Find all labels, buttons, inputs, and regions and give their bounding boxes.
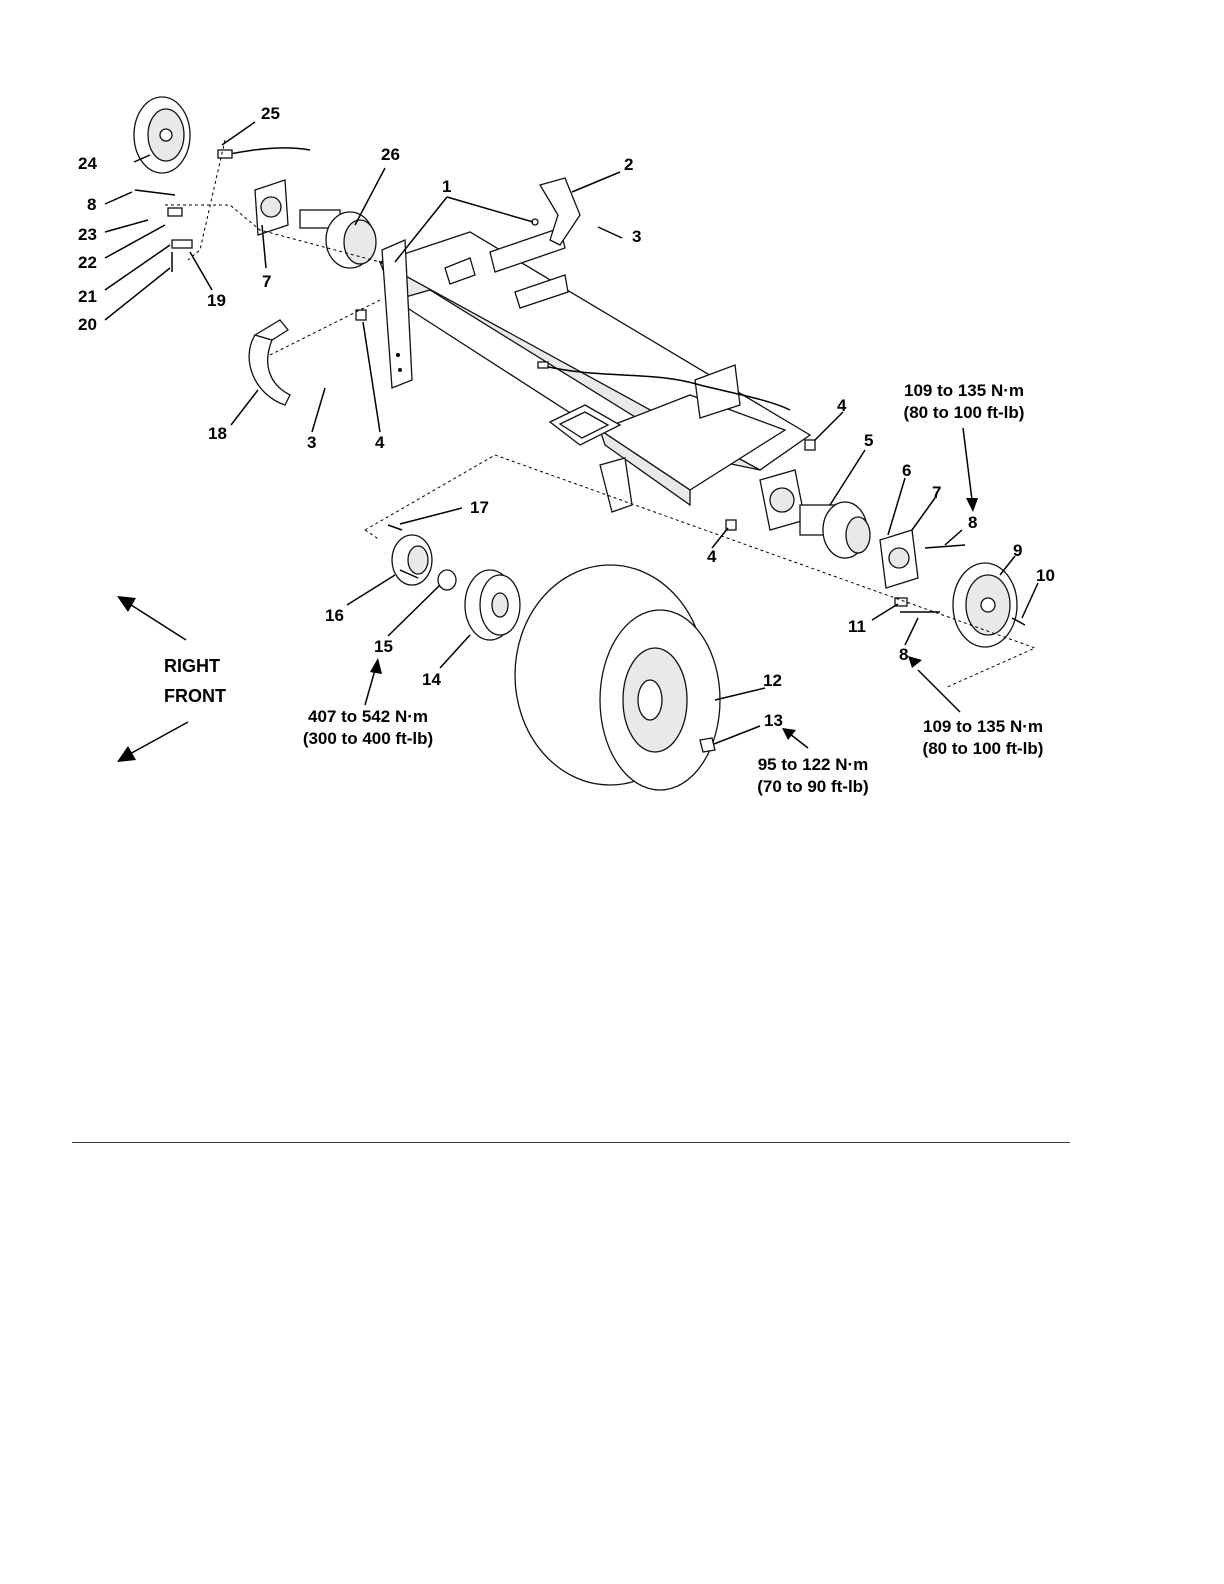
callout-8b: 8 [968, 513, 977, 532]
callout-19: 19 [207, 291, 226, 310]
callout-25: 25 [261, 104, 280, 123]
callout-11: 11 [848, 617, 866, 636]
callout-13: 13 [764, 711, 783, 730]
torque-wheel-nut-metric: 95 to 122 N·m [758, 755, 869, 774]
torque-top-right-metric: 109 to 135 N·m [904, 381, 1024, 400]
callout-23: 23 [78, 225, 97, 244]
torque-wheel-nut-imperial: (70 to 90 ft-lb) [757, 777, 868, 796]
callout-17: 17 [470, 498, 489, 517]
callout-8a: 8 [87, 195, 96, 214]
callout-18: 18 [208, 424, 227, 443]
callout-16: 16 [325, 606, 344, 625]
callout-1: 1 [442, 177, 451, 196]
callout-15: 15 [374, 637, 393, 656]
torque-hub-nut-imperial: (300 to 400 ft-lb) [303, 729, 433, 748]
arrow-right-icon [117, 596, 136, 612]
callout-26: 26 [381, 145, 400, 164]
footer-divider [72, 1142, 1070, 1143]
torque-bottom-right-imperial: (80 to 100 ft-lb) [923, 739, 1044, 758]
axle-frame [380, 228, 810, 512]
direction-indicator: RIGHT FRONT [117, 596, 226, 762]
callout-9: 9 [1013, 541, 1022, 560]
torque-hub-nut-metric: 407 to 542 N·m [308, 707, 428, 726]
callout-12: 12 [763, 671, 782, 690]
right-wheel-motor-assembly [726, 440, 1025, 647]
callout-14: 14 [422, 670, 441, 689]
callout-4b: 4 [837, 396, 847, 415]
direction-front-label: FRONT [164, 686, 226, 706]
callout-10: 10 [1036, 566, 1055, 585]
direction-right-label: RIGHT [164, 656, 220, 676]
callout-5: 5 [864, 431, 873, 450]
torque-top-right-imperial: (80 to 100 ft-lb) [904, 403, 1025, 422]
arrow-front-icon [117, 746, 136, 762]
callout-7a: 7 [262, 272, 271, 291]
callout-4c: 4 [707, 547, 717, 566]
callout-6: 6 [902, 461, 911, 480]
torque-bottom-right-metric: 109 to 135 N·m [923, 717, 1043, 736]
callout-24: 24 [78, 154, 97, 173]
callout-2: 2 [624, 155, 633, 174]
callout-21: 21 [78, 287, 97, 306]
callout-22: 22 [78, 253, 97, 272]
callout-3b: 3 [307, 433, 316, 452]
callout-20: 20 [78, 315, 97, 334]
callout-3a: 3 [632, 227, 641, 246]
callout-8c: 8 [899, 645, 908, 664]
callout-4a: 4 [375, 433, 385, 452]
callout-7b: 7 [932, 483, 941, 502]
